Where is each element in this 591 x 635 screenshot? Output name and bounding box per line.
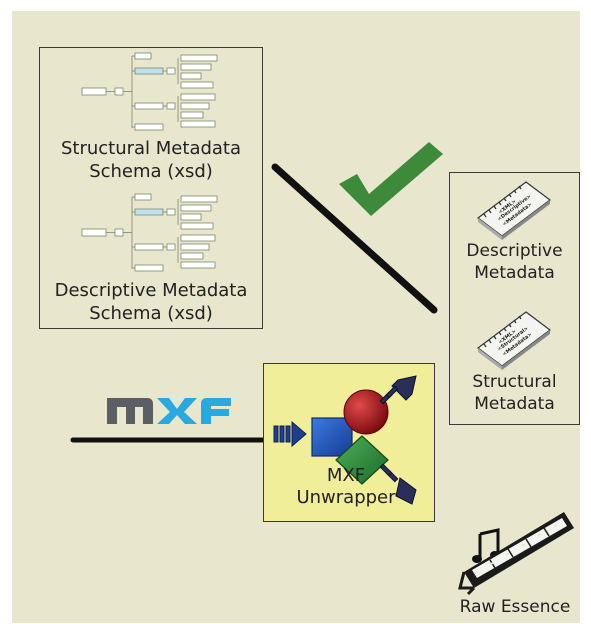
xml-notepad-icon: <XML> <Descriptive> <Metadata> [477, 181, 551, 240]
output-arrow-up-icon [379, 375, 417, 405]
structural-output-label: Structural Metadata [450, 371, 579, 415]
structural-output-line2: Metadata [474, 394, 555, 414]
structural-output-line1: Structural [472, 372, 557, 392]
unwrapper-label-line2: Unwrapper [296, 487, 396, 508]
unwrapper-label-line1: MXF [326, 465, 366, 486]
xml-notepad-icon: <XML> <Structural> <Metadata> [477, 311, 551, 370]
descriptive-schema-label-line2: Schema (xsd) [89, 303, 213, 324]
structural-schema-label: Structural Metadata Schema (xsd) [40, 137, 262, 183]
output-box [449, 172, 580, 425]
film-strip-icon [458, 512, 574, 596]
mxf-logo [107, 398, 231, 424]
structural-schema-tree [81, 52, 218, 131]
descriptive-output-line2: Metadata [474, 263, 555, 283]
raw-essence-label: Raw Essence [459, 597, 571, 617]
structural-schema-label-line2: Schema (xsd) [89, 161, 213, 182]
descriptive-output-label: Descriptive Metadata [450, 240, 579, 284]
schema-box [39, 47, 263, 329]
descriptive-output-line1: Descriptive [466, 241, 563, 261]
unwrapper-graphic [273, 375, 417, 505]
input-arrow-icon [273, 420, 307, 448]
unwrapper-label: MXF Unwrapper [296, 465, 396, 509]
descriptive-schema-label-line1: Descriptive Metadata [54, 280, 248, 301]
check-icon [339, 142, 443, 216]
output-arrow-down-icon [379, 463, 417, 505]
structural-schema-label-line1: Structural Metadata [60, 138, 242, 159]
descriptive-schema-label: Descriptive Metadata Schema (xsd) [40, 279, 262, 325]
descriptive-schema-tree [81, 193, 218, 272]
